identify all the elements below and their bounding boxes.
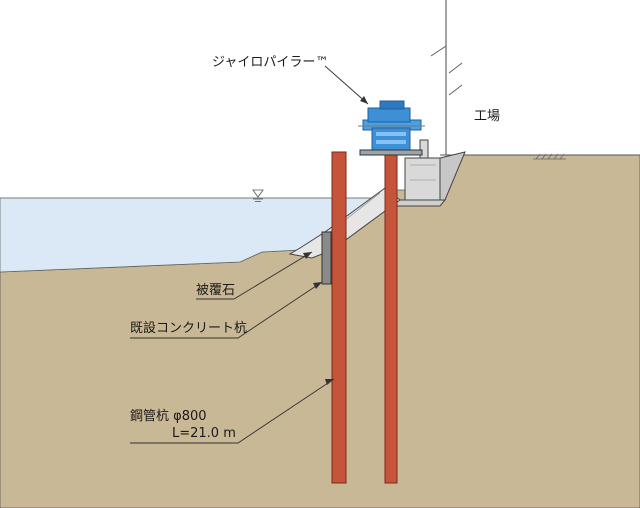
factory-wall — [430, 0, 463, 155]
ground-hatch-icon — [533, 153, 566, 160]
steel-pipe-pile-spec: 鋼管杭 φ800 — [130, 409, 207, 424]
gyro-piler-machine — [358, 100, 425, 156]
gyro-piler-label: ジャイロパイラー™ — [212, 55, 329, 70]
quay-wall — [394, 139, 466, 207]
existing-concrete-pile — [321, 231, 332, 285]
armor-stone-label: 被覆石 — [196, 283, 236, 298]
leader-arrowheads — [303, 96, 368, 385]
factory-label: 工場 — [474, 109, 501, 124]
steel-pipe-pile-left — [331, 151, 347, 484]
water-level-triangle-icon — [252, 189, 264, 202]
leader-lines — [130, 65, 369, 444]
steel-pipe-pile-label: 鋼管杭 φ800 L=21.0 m — [130, 408, 236, 442]
steel-pipe-pile-length: L=21.0 m — [172, 426, 236, 441]
steel-pipe-pile-right — [384, 154, 398, 484]
existing-concrete-pile-label: 既設コンクリート杭 — [130, 321, 248, 336]
